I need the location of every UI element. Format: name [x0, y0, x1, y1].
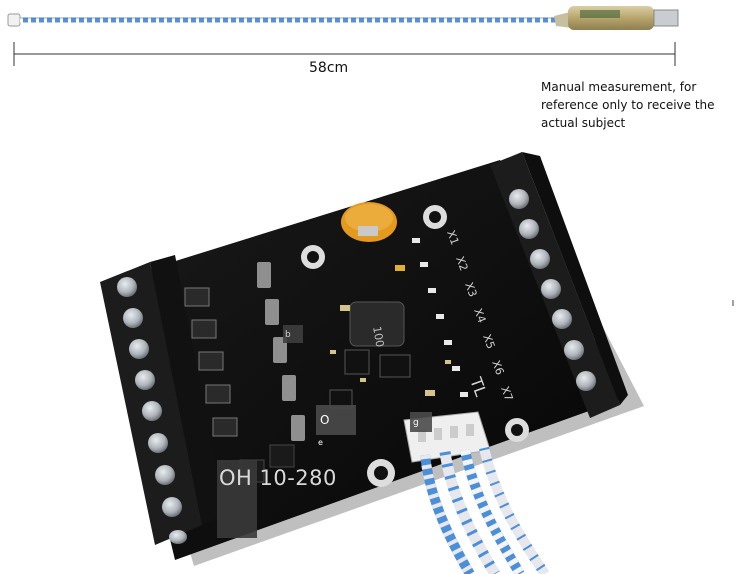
ribbon-cable: [420, 446, 550, 574]
overlay-text-b: b: [285, 330, 291, 340]
usb-plug: [653, 9, 679, 27]
plc-board: 100: [100, 152, 644, 566]
terminal-block-right: [490, 152, 628, 418]
channel-label-x4: X4: [471, 307, 488, 325]
redaction-box-large: [217, 460, 257, 538]
note-line-1: Manual measurement, for: [541, 80, 697, 94]
overlay-text-g: g: [413, 418, 419, 428]
redaction-box-g: [410, 412, 432, 432]
model-overlay-text: OH 10-280: [219, 466, 337, 490]
redaction-box-b: [283, 325, 303, 343]
channel-label-x3: X3: [462, 281, 479, 299]
ic-chips: [329, 349, 411, 409]
redaction-boxes: [217, 325, 432, 538]
channel-label-x7: X7: [498, 385, 515, 403]
cable-connector-left: [7, 13, 21, 27]
channel-label-x2: X2: [453, 255, 470, 273]
overlay-text-e: e: [318, 438, 323, 447]
channel-label-x1: X1: [444, 229, 461, 247]
inductor: 100: [349, 301, 405, 348]
channel-label-x6: X6: [489, 359, 506, 377]
mounting-holes: [301, 205, 529, 487]
note-line-3: actual subject: [541, 116, 626, 130]
usb-cable: [7, 6, 679, 30]
overlay-text-o: O: [320, 413, 330, 427]
redaction-box-o: [316, 405, 356, 435]
screws-right: [509, 189, 596, 391]
status-leds: [412, 238, 468, 397]
note-line-2: reference only to receive the: [541, 98, 715, 112]
terminal-block-left: [100, 255, 225, 545]
channel-label-x5: X5: [480, 333, 497, 351]
dimension-line: [13, 42, 676, 66]
usb-strain-relief: [554, 12, 572, 28]
components-left: [184, 262, 305, 441]
screws-left: [117, 277, 187, 544]
smd-parts: [330, 265, 451, 396]
measurement-note: Manual measurement, for reference only t…: [541, 78, 731, 132]
coin-battery: [341, 202, 397, 242]
chip-marking: 100: [370, 325, 386, 348]
cable-length-label: 58cm: [309, 60, 349, 76]
